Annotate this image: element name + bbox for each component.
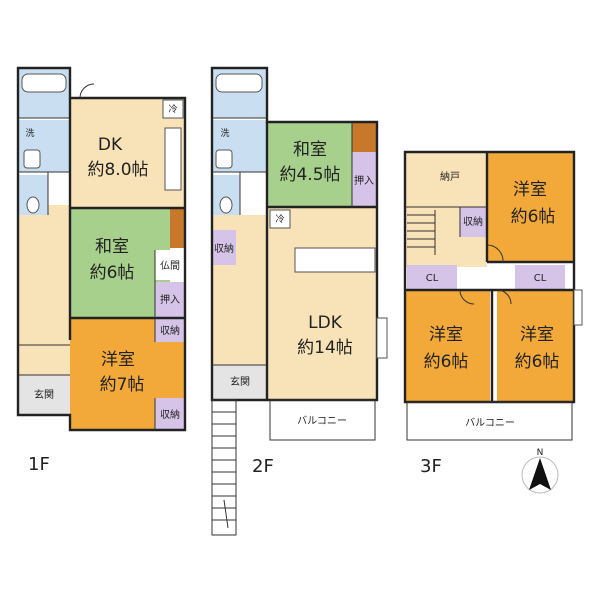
- 1f-kitchen-counter: [164, 127, 182, 191]
- 2f-toilet-bowl: [219, 196, 233, 214]
- 2f-shuno-label: 収納: [214, 242, 234, 255]
- 1f-bathtub: [21, 73, 67, 93]
- 3f-cl-label-1: CL: [426, 273, 439, 284]
- 3f-balcony-label: バルコニー: [465, 417, 515, 429]
- compass-circle: [521, 456, 559, 494]
- 1f-outer-wall: [16, 66, 187, 432]
- 2f-washitsu-floor: [267, 122, 352, 207]
- 2f-washitsu-name: 和室: [293, 140, 327, 160]
- floor-1f: DK 約8.0帖 和室 約6帖 洋室 約7帖 仏間 押入 収納 収納 玄関 洗 …: [16, 66, 187, 475]
- 2f-balcony: [270, 400, 375, 440]
- 3f-nando-floor: [405, 152, 487, 207]
- 1f-washitsu-name: 和室: [95, 237, 129, 257]
- 2f-oshiire-area: [352, 152, 376, 207]
- 1f-door-swing: [79, 83, 95, 99]
- 2f-bathtub: [215, 73, 263, 93]
- 3f-window-frame: [573, 289, 583, 326]
- 2f-sen-label: 洗: [220, 127, 229, 139]
- 1f-toilet-bowl: [26, 196, 40, 214]
- 3f-yoshitsu-a-name: 洋室: [513, 180, 547, 200]
- 2f-oshiire-label: 押入: [354, 174, 374, 187]
- 2f-window-frame: [376, 317, 388, 359]
- 1f-sen-label: 洗: [25, 127, 34, 139]
- compass-n-label: N: [537, 448, 544, 458]
- compass: N: [521, 448, 559, 494]
- 1f-oshiire-label: 押入: [160, 293, 180, 306]
- 2f-ldk-floor: [267, 207, 377, 400]
- 1f-yoshitsu-name: 洋室: [101, 350, 135, 370]
- 1f-dk-size: 約8.0帖: [87, 160, 148, 180]
- 2f-sink: [215, 149, 233, 169]
- 3f-cl-label-2: CL: [534, 273, 547, 284]
- 3f-yoshitsu-a-floor: [487, 152, 574, 262]
- 3f-outer-wall: [403, 150, 576, 404]
- 1f-butsuma-label: 仏間: [160, 260, 180, 272]
- 3f-yoshitsu-b-floor: [405, 290, 490, 402]
- 1f-genkan-label: 玄関: [34, 388, 54, 401]
- 2f-shuno-area: [212, 230, 236, 265]
- 1f-washitsu-floor: [70, 208, 170, 318]
- 3f-shuno-label: 収納: [463, 215, 483, 228]
- 1f-hall: [18, 345, 70, 375]
- 3f-balcony-outline: [406, 401, 573, 441]
- 3f-stairs: [407, 210, 436, 255]
- 3f-yoshitsu-c-name: 洋室: [520, 325, 554, 345]
- 2f-tokonoma: [352, 122, 376, 152]
- 2f-balcony-outline: [269, 399, 376, 441]
- 3f-door-swing-1: [486, 244, 504, 263]
- 1f-shuno-area-1: [155, 318, 185, 342]
- 1f-shuno-area-2: [155, 398, 185, 430]
- floor-2f: 和室 約4.5帖 LDK 約14帖 押入 収納 玄関 バルコニー 洗 冷 2F: [210, 66, 388, 536]
- 2f-ldk-name: LDK: [308, 313, 343, 333]
- 3f-shuno-area: [460, 207, 487, 237]
- 2f-washitsu-size: 約4.5帖: [279, 165, 340, 185]
- 1f-dk-name: DK: [98, 135, 123, 155]
- 3f-yoshitsu-b-size: 約6帖: [424, 352, 469, 372]
- 1f-shuno-label-1: 収納: [160, 324, 180, 337]
- 2f-genkan-floor: [212, 365, 267, 400]
- 2f-floor-label: 2F: [252, 456, 274, 477]
- 3f-door-swing-3: [496, 289, 512, 305]
- 1f-fridge: [162, 99, 184, 119]
- 2f-fridge: [269, 209, 291, 229]
- 3f-cl-area-2: [515, 265, 565, 290]
- 1f-butsuma-area: [155, 250, 185, 280]
- 3f-yoshitsu-b-name: 洋室: [429, 325, 463, 345]
- 1f-rei-label: 冷: [168, 103, 177, 115]
- 2f-ldk-size: 約14帖: [297, 338, 353, 358]
- 3f-floor-label: 3F: [420, 456, 442, 477]
- 3f-cl-area-1: [407, 265, 457, 290]
- 3f-yoshitsu-c-floor: [497, 290, 574, 402]
- 3f-door-swing-2: [459, 289, 475, 305]
- 1f-corridor: [18, 205, 70, 345]
- 1f-washitsu-size: 約6帖: [90, 263, 135, 283]
- 3f-yoshitsu-a-size: 約6帖: [511, 207, 556, 227]
- floor-3f: 納戸 収納 CL CL 洋室 約6帖 洋室 約6帖 洋室 約6帖 バルコニー 3…: [403, 150, 583, 477]
- 3f-yoshitsu-c-size: 約6帖: [515, 352, 560, 372]
- 1f-sink: [23, 149, 41, 169]
- 1f-oshiire-area: [155, 282, 185, 318]
- 2f-genkan-label: 玄関: [230, 375, 250, 388]
- 1f-shuno-label-2: 収納: [160, 408, 180, 421]
- compass-arrow-icon: [529, 458, 551, 490]
- 2f-kitchen-island: [294, 247, 376, 273]
- 1f-genkan-floor: [18, 375, 70, 415]
- 1f-tokonoma: [170, 208, 184, 248]
- 1f-yoshitsu-size: 約7帖: [100, 375, 145, 395]
- 2f-exterior-stairs: [211, 399, 237, 536]
- 2f-balcony-label: バルコニー: [297, 415, 347, 427]
- 3f-nando-label: 納戸: [440, 170, 460, 183]
- 1f-floor-label: 1F: [28, 454, 50, 475]
- 2f-rei-label: 冷: [275, 213, 284, 225]
